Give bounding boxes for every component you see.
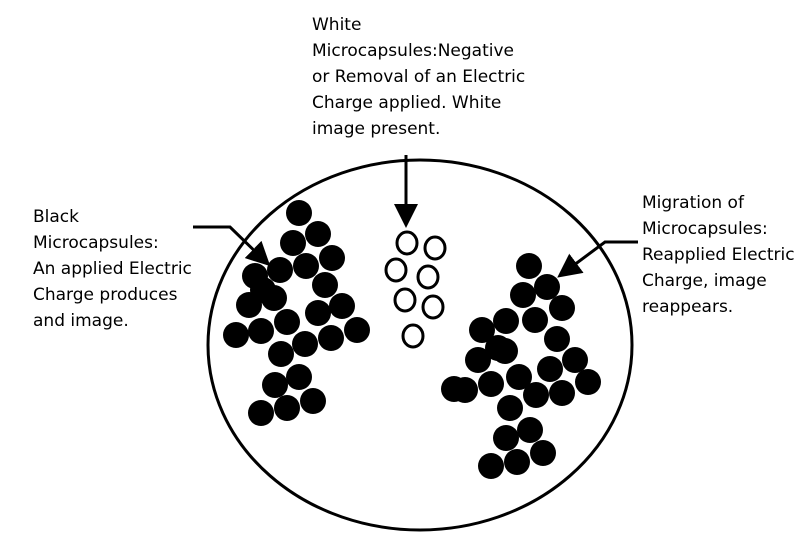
migrating-microcapsule: [530, 440, 556, 466]
migrating-microcapsule: [504, 449, 530, 475]
white-microcapsule: [401, 323, 425, 349]
black-microcapsule: [248, 318, 274, 344]
migrating-microcapsule: [478, 371, 504, 397]
white-microcapsule: [393, 287, 417, 313]
black-microcapsule: [319, 245, 345, 271]
display-cell-outline: [206, 158, 634, 532]
black-microcapsule: [305, 221, 331, 247]
migrating-microcapsule: [478, 453, 504, 479]
migrating-microcapsule: [575, 369, 601, 395]
black-microcapsule: [223, 322, 249, 348]
migrating-microcapsule: [549, 295, 575, 321]
white-microcapsule: [421, 294, 445, 320]
black-arrow: [193, 225, 271, 267]
black-microcapsule: [344, 317, 370, 343]
white-microcapsule: [384, 257, 408, 283]
black-microcapsule: [292, 331, 318, 357]
migrating-microcapsule: [516, 253, 542, 279]
migrating-microcapsule: [549, 380, 575, 406]
black-microcapsule: [286, 364, 312, 390]
black-microcapsule: [300, 388, 326, 414]
black-microcapsule: [267, 257, 293, 283]
white-microcapsule: [395, 230, 419, 256]
migrating-microcapsule: [493, 308, 519, 334]
migrating-microcapsule: [523, 382, 549, 408]
black-microcapsule: [312, 272, 338, 298]
black-microcapsule: [329, 293, 355, 319]
black-microcapsule: [248, 400, 274, 426]
white-microcapsule: [423, 235, 447, 261]
migrating-microcapsule: [522, 307, 548, 333]
migration-microcapsules-label: Migration of Microcapsules: Reapplied El…: [642, 193, 795, 317]
black-microcapsules-label: Black Microcapsules: An applied Electric…: [33, 207, 192, 331]
migrating-microcapsule: [544, 326, 570, 352]
migrating-microcapsule: [469, 317, 495, 343]
black-microcapsule: [262, 372, 288, 398]
migrating-microcapsule: [493, 425, 519, 451]
black-microcapsule: [286, 200, 312, 226]
migrating-microcapsule: [506, 364, 532, 390]
migrating-microcapsule: [534, 274, 560, 300]
migration-arrow: [557, 240, 638, 278]
migrating-microcapsule: [537, 356, 563, 382]
black-microcapsule: [280, 230, 306, 256]
black-microcapsule: [250, 277, 276, 303]
black-microcapsule: [268, 341, 294, 367]
migrating-microcapsule: [465, 347, 491, 373]
white-microcapsule: [416, 264, 440, 290]
migrating-microcapsule: [485, 335, 511, 361]
black-microcapsule: [293, 253, 319, 279]
migrating-microcapsule: [497, 395, 523, 421]
migrating-microcapsule: [510, 282, 536, 308]
black-microcapsule: [274, 309, 300, 335]
black-microcapsule: [305, 300, 331, 326]
migrating-microcapsule: [441, 376, 467, 402]
black-microcapsule: [318, 325, 344, 351]
black-microcapsule-group: [223, 200, 370, 426]
migration-microcapsule-group: [441, 253, 601, 479]
migrating-microcapsule: [517, 417, 543, 443]
white-microcapsules-label: White Microcapsules:Negative or Removal …: [312, 15, 526, 139]
black-microcapsule: [274, 395, 300, 421]
white-microcapsule-group: [384, 230, 447, 349]
migrating-microcapsule: [562, 347, 588, 373]
